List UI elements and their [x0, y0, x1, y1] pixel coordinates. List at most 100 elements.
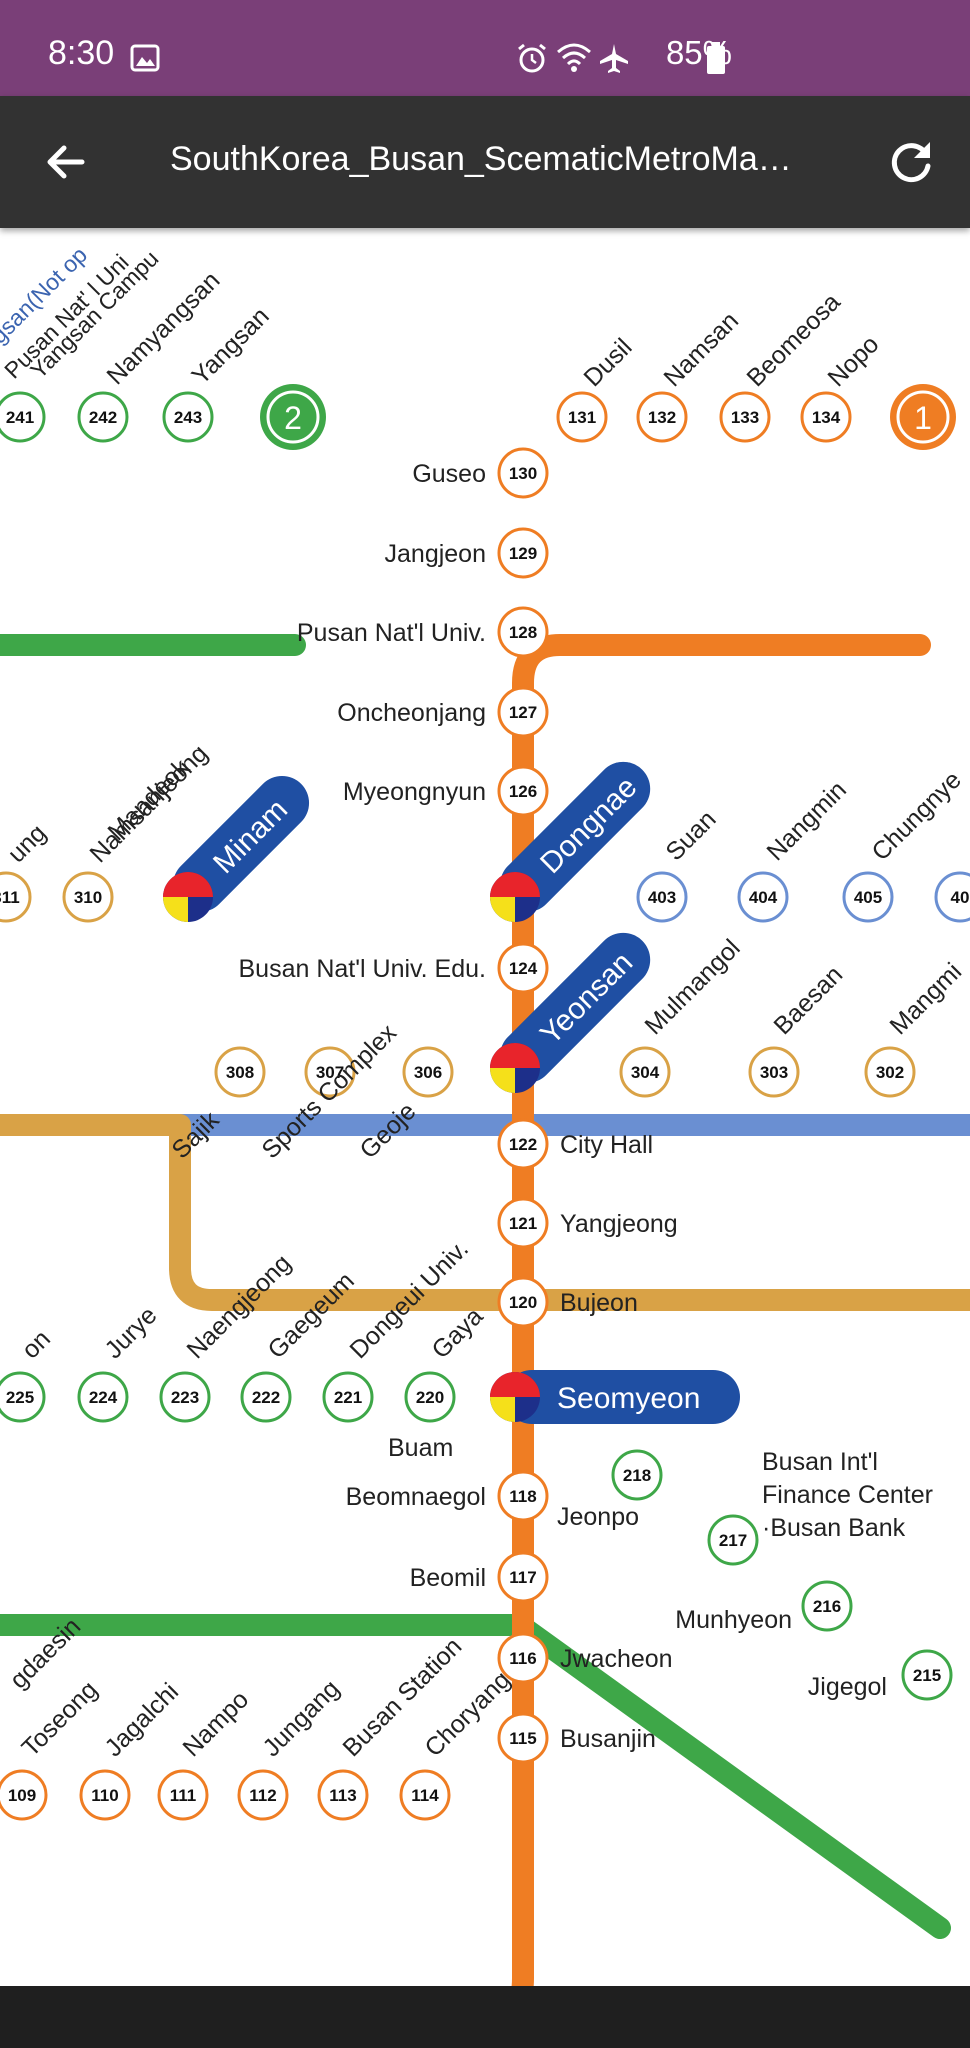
station-111[interactable]: 111 [157, 1769, 209, 1821]
station-121[interactable]: 121 [497, 1197, 549, 1249]
station-306[interactable]: 306 [402, 1046, 454, 1098]
station-220[interactable]: 220 [404, 1371, 456, 1423]
svg-text:132: 132 [648, 408, 676, 427]
station-132[interactable]: 132 [636, 391, 688, 443]
station-114[interactable]: 114 [399, 1769, 451, 1821]
station-label-405: Chungnye [866, 766, 966, 866]
station-222[interactable]: 222 [240, 1371, 292, 1423]
system-nav-bar [0, 1986, 970, 2048]
station-117[interactable]: 117 [497, 1551, 549, 1603]
station-218[interactable]: 218 [611, 1449, 663, 1501]
station-label-124: Busan Nat'l Univ. Edu. [239, 955, 487, 983]
station-label-127: Oncheonjang [337, 699, 486, 727]
svg-text:307: 307 [316, 1063, 344, 1082]
svg-text:310: 310 [74, 888, 102, 907]
station-label-404: Nangmin [761, 776, 852, 867]
station-405[interactable]: 405 [842, 871, 894, 923]
station-217[interactable]: 217 [707, 1514, 759, 1566]
station-311[interactable]: 311 [0, 871, 32, 923]
line1-terminus-badge[interactable]: 1 [890, 384, 956, 450]
station-130[interactable]: 130 [497, 447, 549, 499]
station-126[interactable]: 126 [497, 765, 549, 817]
station-133[interactable]: 133 [719, 391, 771, 443]
svg-text:121: 121 [509, 1214, 537, 1233]
image-icon [130, 44, 160, 72]
station-134[interactable]: 134 [800, 391, 852, 443]
svg-text:216: 216 [813, 1597, 841, 1616]
station-40[interactable]: 40 [934, 871, 970, 923]
station-308[interactable]: 308 [214, 1046, 266, 1098]
station-113[interactable]: 113 [317, 1769, 369, 1821]
station-128[interactable]: 128 [497, 606, 549, 658]
station-243[interactable]: 243 [162, 391, 214, 443]
station-224[interactable]: 224 [77, 1371, 129, 1423]
station-215[interactable]: 215 [901, 1649, 953, 1701]
station-label-126: Myeongnyun [343, 778, 486, 806]
arrow-left-icon [47, 145, 85, 179]
station-304[interactable]: 304 [619, 1046, 671, 1098]
station-label-220: Gaya [426, 1302, 488, 1364]
station-label-116: Jwacheon [560, 1645, 673, 1673]
station-label-118: Beomnaegol [346, 1483, 486, 1511]
line2-terminus-badge[interactable]: 2 [260, 384, 326, 450]
svg-text:133: 133 [731, 408, 759, 427]
svg-text:113: 113 [329, 1786, 356, 1805]
station-221[interactable]: 221 [322, 1371, 374, 1423]
station-label-132: Namsan [658, 307, 744, 393]
station-112[interactable]: 112 [237, 1769, 289, 1821]
svg-text:110: 110 [91, 1786, 118, 1805]
status-time: 8:30 [48, 34, 115, 72]
svg-text:120: 120 [509, 1293, 537, 1312]
app-bar: SouthKorea_Busan_ScematicMetroMa… [0, 96, 970, 228]
transfer-seomyeon[interactable]: Seomyeon [505, 1370, 740, 1424]
station-122[interactable]: 122 [497, 1118, 549, 1170]
station-131[interactable]: 131 [556, 391, 608, 443]
station-label-216: Munhyeon [675, 1606, 792, 1634]
station-127[interactable]: 127 [497, 686, 549, 738]
station-225[interactable]: 225 [0, 1371, 46, 1423]
station-label-117: Beomil [410, 1564, 486, 1592]
station-307[interactable]: 307 [304, 1046, 356, 1098]
station-label-403: Suan [660, 805, 721, 866]
alarm-icon [518, 43, 546, 73]
station-label-110: Jagalchi [99, 1678, 184, 1763]
svg-text:129: 129 [509, 544, 537, 563]
svg-text:217: 217 [719, 1531, 747, 1550]
station-120[interactable]: 120 [497, 1276, 549, 1328]
station-129[interactable]: 129 [497, 527, 549, 579]
station-403[interactable]: 403 [636, 871, 688, 923]
station-110[interactable]: 110 [79, 1769, 131, 1821]
station-241[interactable]: 241 [0, 391, 46, 443]
station-303[interactable]: 303 [748, 1046, 800, 1098]
station-223[interactable]: 223 [159, 1371, 211, 1423]
station-label-243: Yangsan [186, 302, 274, 390]
station-242[interactable]: 242 [77, 391, 129, 443]
station-109[interactable]: 109 [0, 1769, 48, 1821]
document-title: SouthKorea_Busan_ScematicMetroMa… [170, 140, 792, 178]
transfer-symbol [490, 872, 540, 922]
station-216[interactable]: 216 [801, 1580, 853, 1632]
station-115[interactable]: 115 [497, 1712, 549, 1764]
station-404[interactable]: 404 [737, 871, 789, 923]
svg-text:118: 118 [509, 1487, 536, 1506]
wifi-icon [557, 43, 591, 72]
station-118[interactable]: 118 [497, 1470, 549, 1522]
svg-text:403: 403 [648, 888, 676, 907]
svg-text:117: 117 [509, 1568, 536, 1587]
station-label-131: Dusil [578, 333, 637, 392]
svg-text:223: 223 [171, 1388, 199, 1407]
svg-text:218: 218 [623, 1466, 651, 1485]
back-button[interactable] [30, 126, 102, 198]
refresh-button[interactable] [876, 126, 948, 198]
svg-text:311: 311 [0, 888, 20, 907]
station-310[interactable]: 310 [62, 871, 114, 923]
station-116[interactable]: 116 [497, 1632, 549, 1684]
svg-text:134: 134 [812, 408, 841, 427]
station-302[interactable]: 302 [864, 1046, 916, 1098]
station-label-303: Baesan [768, 960, 848, 1040]
station-label-217-line3: ·Busan Bank [762, 1514, 906, 1542]
station-label-111: Nampo [177, 1685, 254, 1762]
station-124[interactable]: 124 [497, 942, 549, 994]
